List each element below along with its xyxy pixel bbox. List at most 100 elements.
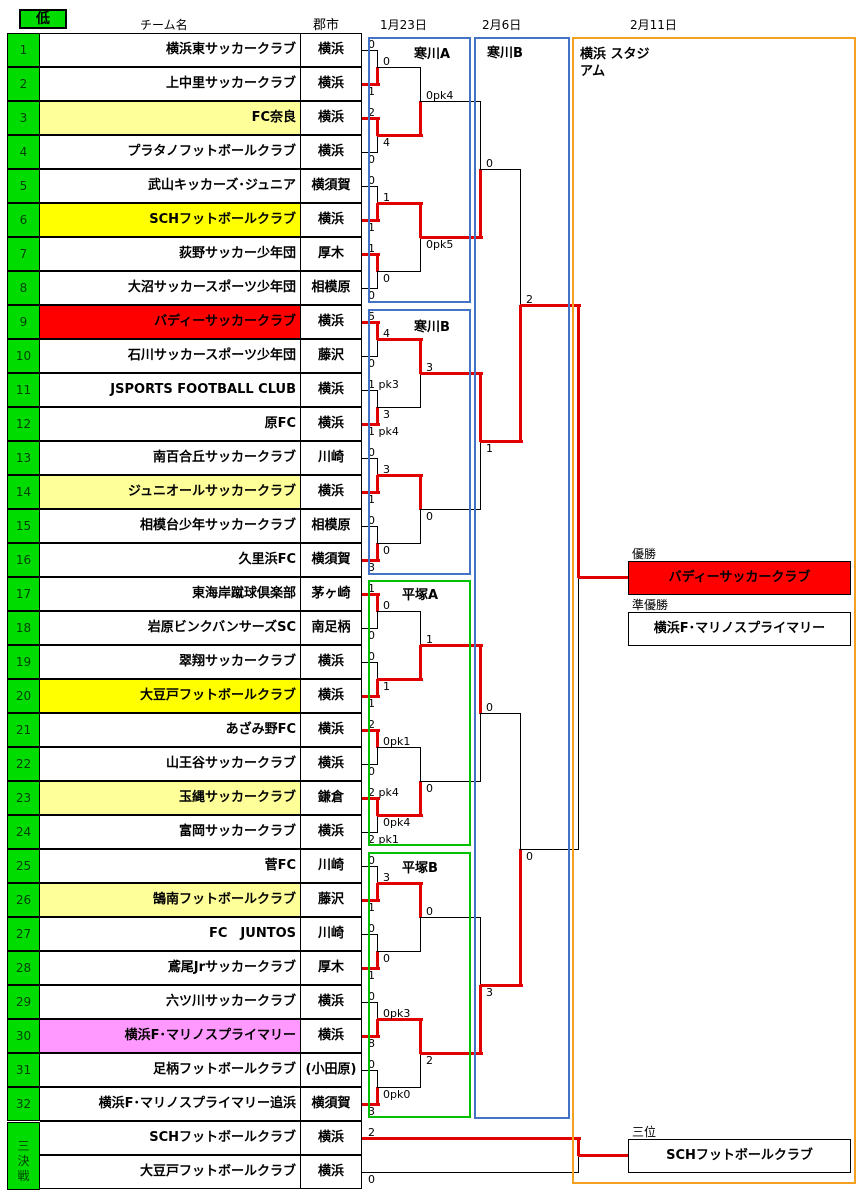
bracket-line xyxy=(376,475,379,493)
match-score: 0pk3 xyxy=(383,1007,411,1020)
bracket-line xyxy=(362,764,378,765)
match-score: 1 pk3 xyxy=(368,378,399,391)
runnerup-team: 横浜F･マリノスプライマリー xyxy=(628,612,851,646)
team-city: 川崎 xyxy=(301,849,362,883)
bracket-line xyxy=(362,117,380,120)
bracket-line xyxy=(362,662,378,663)
match-score: 8 xyxy=(368,1037,375,1050)
bracket-line xyxy=(480,101,481,170)
bracket-line xyxy=(419,339,422,374)
team-city: 相模原 xyxy=(301,271,362,305)
match-score: 1 xyxy=(426,633,433,646)
seed-number: 29 xyxy=(7,985,40,1019)
team-city: 横浜 xyxy=(301,1155,362,1189)
match-score: 1 xyxy=(368,901,375,914)
seed-number: 22 xyxy=(7,747,40,781)
team-name: プラタノフットボールクラブ xyxy=(40,135,301,169)
match-score: 0pk1 xyxy=(383,735,411,748)
team-city: 横浜 xyxy=(301,1121,362,1155)
bracket-line xyxy=(362,1035,380,1038)
venue-box-hiratsuka-b xyxy=(368,852,471,1118)
team-name: 大沼サッカースポーツ少年団 xyxy=(40,271,301,305)
bracket-line xyxy=(479,985,482,1054)
team-header: チーム名 xyxy=(140,18,188,32)
venue-label-samukawa-b1: 寒川B xyxy=(414,320,450,335)
bracket-line xyxy=(419,645,422,680)
bracket-line xyxy=(420,372,483,375)
seed-number: 31 xyxy=(7,1053,40,1087)
team-name: FC奈良 xyxy=(40,101,301,135)
match-score: 0pk5 xyxy=(426,238,454,251)
bracket-line xyxy=(376,67,379,85)
bracket-line xyxy=(362,491,380,494)
match-score: 0 xyxy=(526,850,533,863)
bracket-line xyxy=(377,1018,423,1021)
match-score: 0 xyxy=(368,765,375,778)
bracket-line xyxy=(362,1103,380,1106)
bracket-line xyxy=(419,781,422,816)
team-city: 藤沢 xyxy=(301,883,362,917)
match-score: 2 pk1 xyxy=(368,833,399,846)
bracket-line xyxy=(480,917,481,986)
bracket-line xyxy=(362,152,378,153)
city-header: 郡市 xyxy=(313,18,340,33)
bracket-line xyxy=(377,747,378,765)
match-score: 0pk4 xyxy=(426,89,454,102)
bracket-line xyxy=(376,254,379,272)
bracket-line xyxy=(376,322,379,340)
match-score: 3 xyxy=(368,1105,375,1118)
bracket-line xyxy=(362,934,378,935)
bracket-line xyxy=(420,611,421,646)
match-score: 0 xyxy=(368,153,375,166)
match-score: 2 xyxy=(368,106,375,119)
bracket-line xyxy=(420,747,421,782)
team-city: 厚木 xyxy=(301,237,362,271)
seed-number: 24 xyxy=(7,815,40,849)
bracket-line xyxy=(362,186,378,187)
third-label: 三位 xyxy=(632,1125,657,1139)
third-winner-line xyxy=(578,1154,631,1157)
match-score: 0 xyxy=(368,922,375,935)
match-score: 0 xyxy=(368,514,375,527)
bracket-line xyxy=(377,458,378,476)
bracket-line xyxy=(377,339,378,357)
bracket-line xyxy=(376,951,379,969)
match-score: 3 xyxy=(368,561,375,574)
bracket-line xyxy=(377,934,378,952)
team-city: 横浜 xyxy=(301,679,362,713)
seed-number: 2 xyxy=(7,67,40,101)
bracket-line xyxy=(362,967,380,970)
bracket-line xyxy=(377,866,378,884)
match-score: 2 xyxy=(526,293,533,306)
table-row: 大豆戸フットボールクラブ横浜 xyxy=(7,1155,362,1189)
third-team: SCHフットボールクラブ xyxy=(628,1139,851,1173)
bracket-line xyxy=(376,203,379,221)
bracket-line xyxy=(377,67,421,68)
match-score: 0 xyxy=(383,544,390,557)
match-score: 4 xyxy=(383,327,390,340)
bracket-line xyxy=(376,798,379,816)
bracket-line xyxy=(420,101,481,102)
match-score: 1 xyxy=(368,242,375,255)
bracket-line xyxy=(520,169,521,306)
bracket-line xyxy=(362,1002,378,1003)
match-score: 0 xyxy=(426,510,433,523)
match-score: 3 xyxy=(383,408,390,421)
seed-number: 4 xyxy=(7,135,40,169)
match-score: 0 xyxy=(383,55,390,68)
match-score: 1 pk4 xyxy=(368,425,399,438)
match-score: 0 xyxy=(368,629,375,642)
team-name: 玉縄サッカークラブ xyxy=(40,781,301,815)
match-score: 0 xyxy=(383,272,390,285)
match-score: 1 xyxy=(368,697,375,710)
bracket-line xyxy=(420,509,421,544)
